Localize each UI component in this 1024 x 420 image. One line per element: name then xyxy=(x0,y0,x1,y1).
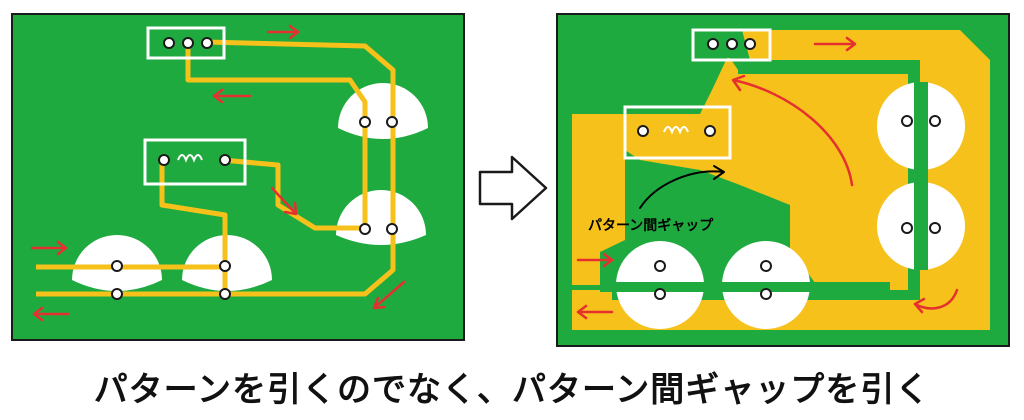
left-coil-symbol xyxy=(177,154,203,163)
left-holes xyxy=(111,37,398,300)
right-connector-outline xyxy=(691,28,772,62)
right-component-outline xyxy=(623,105,732,160)
gap-label: パターン間ギャップ xyxy=(588,217,714,234)
left-current-arrows xyxy=(30,24,406,322)
left-arrow-out xyxy=(32,306,70,322)
right-arrow-bottom-right xyxy=(913,288,959,314)
right-arrow-curve xyxy=(731,74,854,187)
right-holes xyxy=(637,38,941,300)
left-trace-a xyxy=(204,39,396,228)
right-arrow-out xyxy=(576,304,614,320)
left-pad-mid-right xyxy=(336,190,426,245)
left-trace-f xyxy=(36,228,396,297)
right-coil-symbol xyxy=(663,126,689,135)
left-connector-outline xyxy=(146,26,226,60)
right-board: パターン間ギャップ xyxy=(556,13,1010,347)
left-trace-c xyxy=(221,157,365,231)
right-arrow-top xyxy=(813,36,857,52)
left-arrow-bottom-right xyxy=(372,280,406,310)
right-arrow-in xyxy=(576,252,614,268)
left-arrow-top xyxy=(266,24,300,40)
diagram-caption: パターンを引くのでなく、パターン間ギャップを引く xyxy=(93,370,931,410)
left-arrow-diag xyxy=(270,186,298,216)
transform-arrow-icon xyxy=(478,155,548,221)
left-board xyxy=(11,13,465,341)
left-arrow-in xyxy=(30,240,68,256)
gap-annotation-arrow-icon xyxy=(639,165,725,209)
right-copper-left xyxy=(572,58,908,290)
left-board-substrate xyxy=(11,13,465,341)
right-copper-bottom xyxy=(572,290,612,302)
left-arrow-mid xyxy=(212,88,252,104)
right-gap-lines xyxy=(600,82,928,292)
right-current-arrows xyxy=(576,36,959,320)
left-component-outline xyxy=(143,138,247,186)
pcb-comparison-diagram: パターン間ギャップ xyxy=(11,13,1010,347)
right-copper-right xyxy=(572,30,990,330)
left-trace-b xyxy=(185,45,368,228)
